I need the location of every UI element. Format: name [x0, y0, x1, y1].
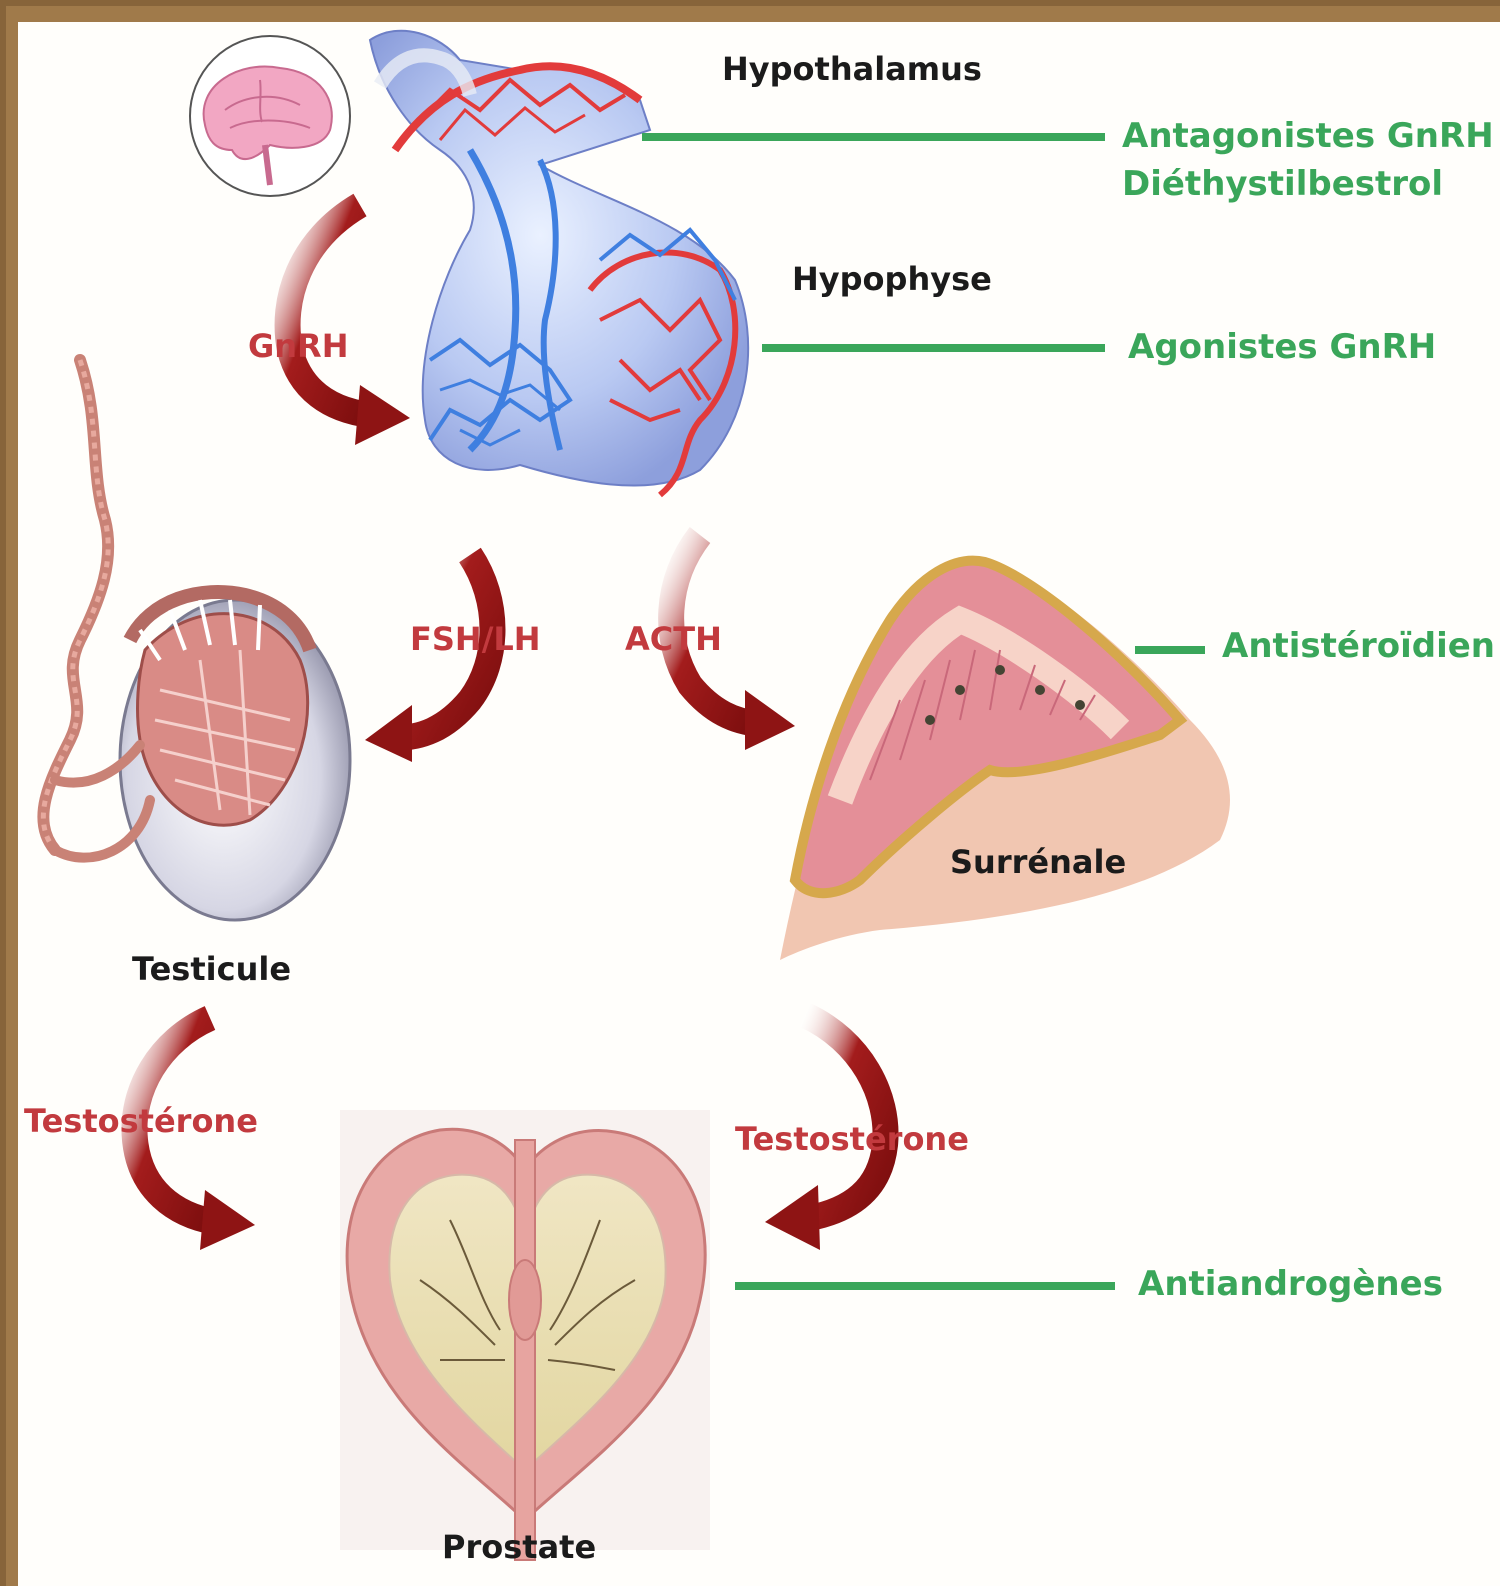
testicle-illustration — [43, 360, 350, 920]
pituitary-illustration — [370, 31, 748, 495]
label-hypophyse: Hypophyse — [792, 260, 992, 298]
curved-arrow-icon — [365, 555, 493, 762]
brain-inset — [190, 36, 350, 196]
label-acth: ACTH — [625, 620, 722, 658]
label-testicule: Testicule — [132, 950, 291, 988]
label-prostate: Prostate — [442, 1528, 596, 1566]
adrenal-illustration — [780, 560, 1230, 960]
curved-arrow-icon — [288, 205, 410, 445]
prostate-illustration — [340, 1110, 710, 1560]
label-testosterone-right: Testostérone — [735, 1120, 969, 1158]
label-testosterone-left: Testostérone — [24, 1102, 258, 1140]
label-antagonistes-gnrh: Antagonistes GnRH — [1122, 112, 1494, 160]
label-antiandrogenes: Antiandrogènes — [1138, 1260, 1443, 1308]
label-agonistes-gnrh: Agonistes GnRH — [1128, 323, 1436, 371]
label-diethystilbestrol: Diéthystilbestrol — [1122, 160, 1443, 208]
label-fsh-lh: FSH/LH — [410, 620, 541, 658]
label-gnrh: GnRH — [248, 327, 348, 365]
label-hypothalamus: Hypothalamus — [722, 50, 982, 88]
label-surrenale: Surrénale — [950, 843, 1126, 881]
label-antisteroidien: Antistéroïdien — [1222, 622, 1495, 670]
